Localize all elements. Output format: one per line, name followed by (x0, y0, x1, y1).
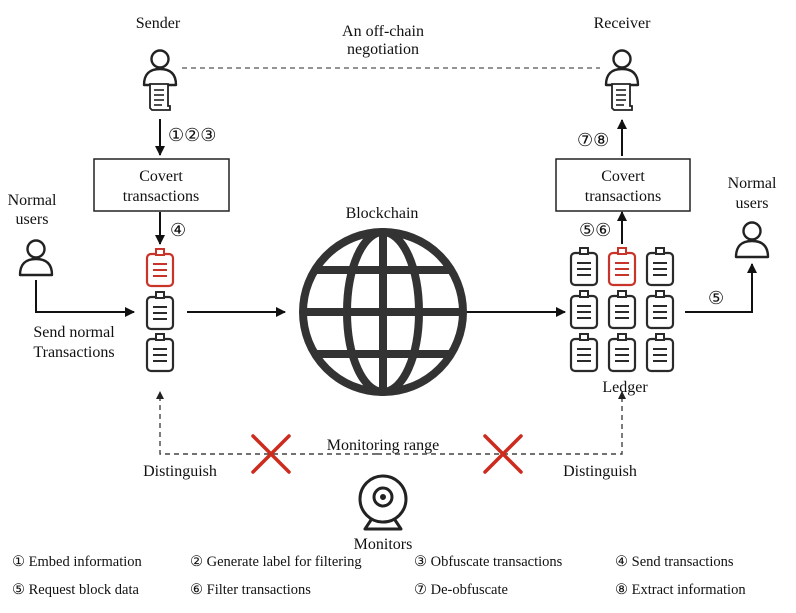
normal-users-right-line2: users (736, 195, 769, 212)
step-covert-to-receiver: ⑦⑧ (577, 130, 609, 150)
legend-item-6: ⑥ Filter transactions (190, 582, 311, 599)
covert-box-right-line2: transactions (585, 188, 661, 205)
legend-item-7-text: De-obfuscate (430, 582, 508, 598)
ledger-covert-transaction-icon (607, 246, 637, 287)
sender-document-icon (149, 83, 171, 111)
ledger-transaction-icon (645, 332, 675, 373)
step-covert-to-block: ④ (170, 220, 186, 240)
normal-transaction-icon (145, 290, 175, 331)
normal-users-right-line1: Normal (728, 175, 777, 192)
cross-left-icon (251, 434, 291, 474)
covert-box-right (555, 158, 691, 212)
receiver-label: Receiver (594, 15, 652, 32)
send-normal-line2: Transactions (33, 344, 114, 361)
legend-item-4: ④ Send transactions (615, 554, 734, 571)
legend-item-5-number: ⑤ (12, 582, 25, 598)
send-normal-arrow (35, 280, 135, 317)
distinguish-left-label: Distinguish (143, 463, 217, 480)
ledger-transaction-icon (607, 332, 637, 373)
negotiation-label-line2: negotiation (347, 41, 419, 58)
normal-users-left-line2: users (16, 211, 49, 228)
legend-item-7: ⑦ De-obfuscate (414, 582, 508, 599)
legend-item-8-number: ⑧ (615, 582, 628, 598)
globe-icon (299, 228, 467, 396)
step-ledger-to-covert: ⑤⑥ (579, 220, 611, 240)
diagram-svg: Sender Receiver An off-chain negotiation… (8, 15, 777, 552)
ledger-transaction-icon (569, 246, 599, 287)
normal-users-right-user-icon (734, 221, 770, 259)
monitor-left-path (156, 391, 377, 455)
covert-box-left (93, 158, 230, 212)
covert-box-right-line1: Covert (601, 168, 645, 185)
sender-user-icon (142, 49, 178, 87)
ledger-transaction-icon (569, 289, 599, 330)
ledger-label: Ledger (602, 379, 648, 396)
send-normal-line1: Send normal (33, 324, 115, 341)
monitor-right-path (377, 391, 626, 455)
ledger-transaction-icon (645, 246, 675, 287)
monitoring-range-label: Monitoring range (327, 437, 439, 454)
distinguish-right-label: Distinguish (563, 463, 637, 480)
receiver-user-icon (604, 49, 640, 87)
ledger-to-users-arrow (685, 263, 757, 313)
legend-item-6-text: Filter transactions (206, 582, 311, 598)
normal-users-left-user-icon (18, 239, 54, 277)
legend-item-1: ① Embed information (12, 554, 142, 571)
ledger-transaction-icon (607, 289, 637, 330)
legend-item-4-number: ④ (615, 554, 628, 570)
covert-box-left-line2: transactions (123, 188, 199, 205)
negotiation-label-line1: An off-chain (342, 23, 424, 40)
legend-item-5-text: Request block data (28, 582, 139, 598)
ledger-transaction-icon (569, 332, 599, 373)
legend-item-5: ⑤ Request block data (12, 582, 139, 599)
legend-item-1-text: Embed information (28, 554, 142, 570)
legend-item-7-number: ⑦ (414, 582, 427, 598)
legend-item-6-number: ⑥ (190, 582, 203, 598)
legend-item-3: ③ Obfuscate transactions (414, 554, 562, 571)
cross-right-icon (483, 434, 523, 474)
covert-box-left-line1: Covert (139, 168, 183, 185)
legend-item-8-text: Extract information (631, 582, 746, 598)
legend-item-2: ② Generate label for filtering (190, 554, 362, 571)
normal-users-left-line1: Normal (8, 192, 57, 209)
legend-item-2-number: ② (190, 554, 203, 570)
sender-label: Sender (136, 15, 181, 32)
legend-item-8: ⑧ Extract information (615, 582, 746, 599)
covert-transaction-icon (145, 247, 175, 288)
normal-transaction-icon (145, 332, 175, 373)
monitors-label: Monitors (354, 536, 413, 552)
legend-item-3-text: Obfuscate transactions (430, 554, 563, 570)
legend-item-3-number: ③ (414, 554, 427, 570)
receiver-document-icon (611, 83, 633, 111)
legend-item-1-number: ① (12, 554, 25, 570)
legend: ① Embed information ② Generate label for… (0, 552, 796, 612)
blockchain-label: Blockchain (346, 205, 419, 222)
legend-item-2-text: Generate label for filtering (206, 554, 362, 570)
step-ledger-to-users: ⑤ (708, 288, 724, 308)
webcam-icon (358, 474, 408, 531)
ledger-grid (569, 246, 675, 373)
ledger-transaction-icon (645, 289, 675, 330)
legend-item-4-text: Send transactions (631, 554, 734, 570)
step-sender-to-covert: ①②③ (168, 125, 216, 145)
